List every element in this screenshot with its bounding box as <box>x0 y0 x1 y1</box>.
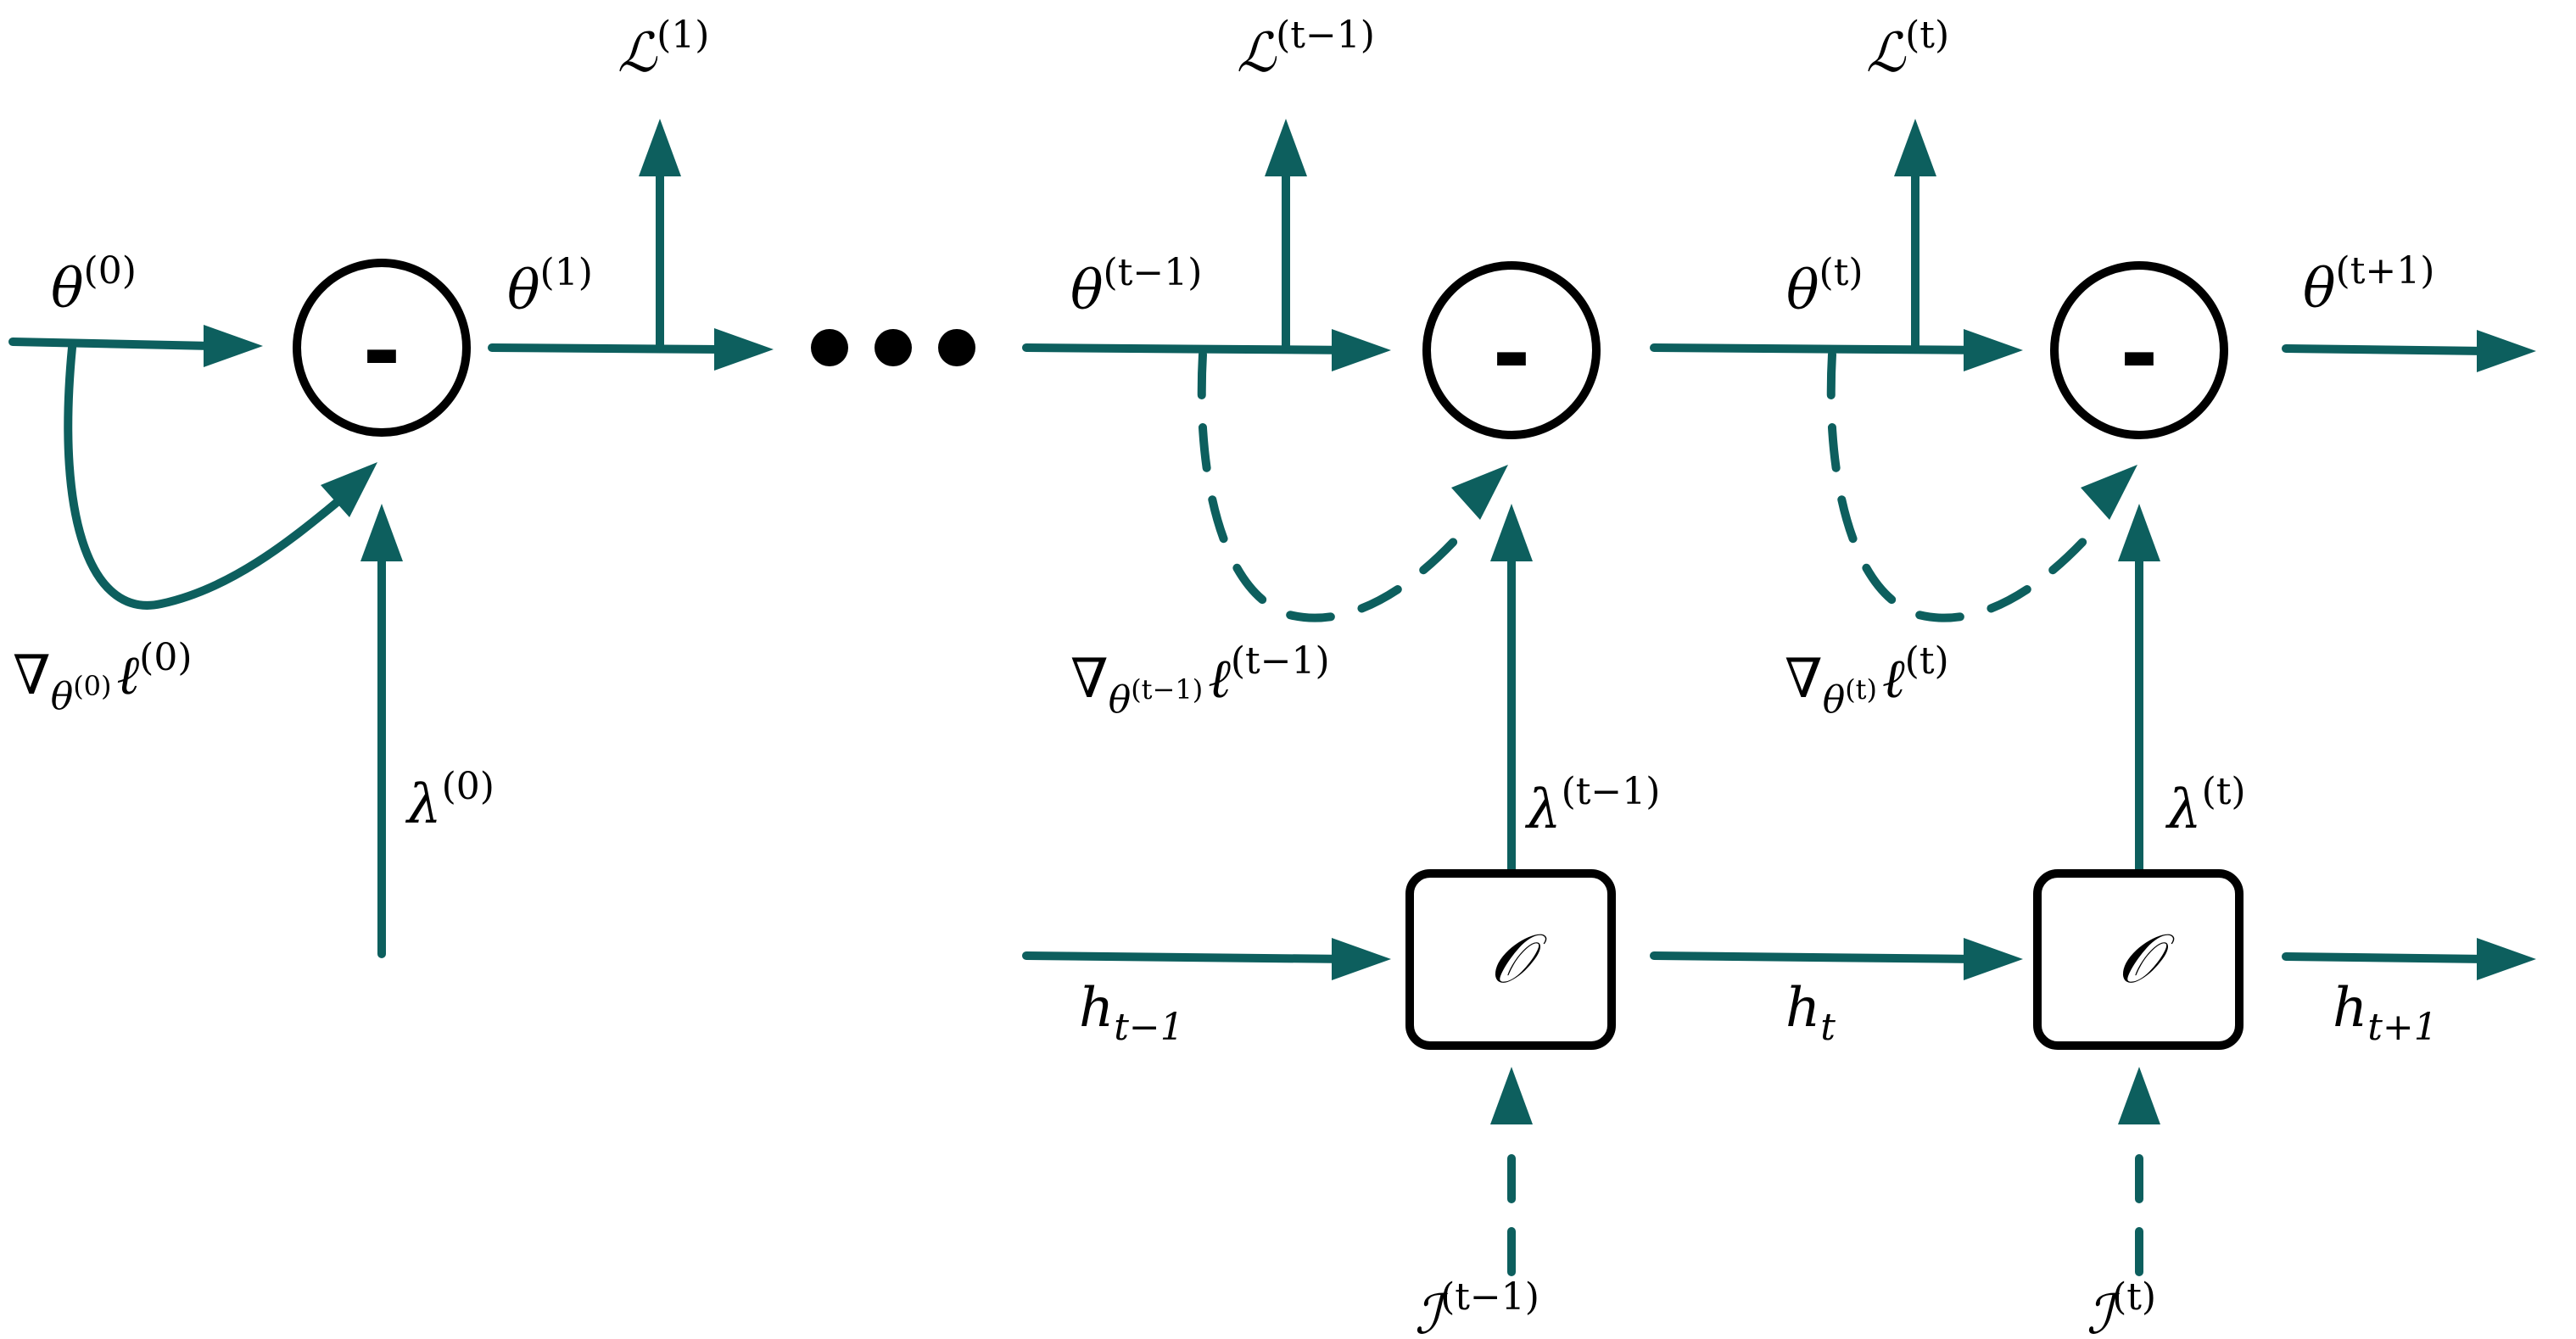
labels: θ(0) θ(1) θ(t−1) θ(t) θ(t+1) ℒ(1) ℒ(t−1)… <box>13 14 2438 1339</box>
arrowhead-gradtm1 <box>1451 465 1508 520</box>
label-h-tm1: ht−1 <box>1079 977 1184 1049</box>
minus-node-3: - <box>2050 261 2228 439</box>
arrowhead-htp1 <box>2477 938 2536 980</box>
edge-gradt-curve <box>1826 350 2105 622</box>
ellipsis-dots <box>811 329 975 366</box>
minus-node-1: - <box>293 259 471 437</box>
arrowhead-grad0 <box>321 462 377 517</box>
solid-edges <box>8 161 2489 963</box>
edge-ht-mid <box>1650 951 1981 963</box>
minus-symbol: - <box>1492 299 1531 408</box>
label-input-t: ℐ(t) <box>2087 1275 2156 1339</box>
arrowhead-lambdatm1 <box>1490 504 1533 561</box>
arrowheads <box>204 119 2536 1124</box>
edge-grad0-curve <box>64 343 344 610</box>
arrowhead-thetatp1 <box>2477 330 2536 372</box>
label-loss-t: ℒ(t) <box>1866 14 1949 85</box>
label-theta-t: θ(t) <box>1786 251 1864 322</box>
edge-thetat-in <box>1650 343 1993 354</box>
arrowhead-losst <box>1894 119 1936 176</box>
label-theta-0: θ(0) <box>51 249 137 321</box>
edge-thetatp1-out <box>2282 344 2489 355</box>
arrowhead-thetat <box>1964 329 2023 371</box>
label-lambda-tm1: λ(t−1) <box>1524 770 1660 841</box>
arrowhead-lambda0 <box>360 504 403 561</box>
arrowhead-losstm1 <box>1265 119 1307 176</box>
arrowhead-gradt <box>2081 465 2137 520</box>
arrowhead-lambdat <box>2118 504 2160 561</box>
arrowhead-thetatm1 <box>1332 329 1391 371</box>
edge-gradtm1-curve <box>1197 350 1476 622</box>
arrowhead-htm1 <box>1332 938 1391 980</box>
operator-node-2: 𝒪 <box>2033 869 2244 1050</box>
edge-htp1-out <box>2282 952 2489 963</box>
label-loss-tm1: ℒ(t−1) <box>1237 14 1375 85</box>
minus-symbol: - <box>362 297 401 405</box>
operator-node-1: 𝒪 <box>1405 869 1616 1050</box>
label-h-t: ht <box>1785 977 1836 1049</box>
arrowhead-inputtm1 <box>1490 1067 1533 1124</box>
label-loss-1: ℒ(1) <box>617 14 709 85</box>
edge-thetatm1-in <box>1022 343 1361 354</box>
arrowhead-theta1 <box>714 328 774 371</box>
arrowhead-inputt <box>2118 1067 2160 1124</box>
arrowhead-loss1 <box>639 119 681 176</box>
label-grad-t: ∇θ(t)ℓ(t) <box>1785 639 1949 722</box>
minus-node-2: - <box>1422 261 1601 439</box>
minus-symbol: - <box>2120 299 2159 408</box>
label-theta-tm1: θ(t−1) <box>1070 251 1202 322</box>
dashed-edges <box>1197 350 2143 1276</box>
edge-theta1-out <box>488 343 725 354</box>
arrowhead-theta0 <box>204 325 263 367</box>
label-lambda-0: λ(0) <box>405 765 495 836</box>
label-theta-tp1: θ(t+1) <box>2303 249 2434 321</box>
label-grad-tm1: ∇θ(t−1)ℓ(t−1) <box>1070 639 1330 722</box>
label-theta-1: θ(1) <box>507 251 593 322</box>
label-grad-0: ∇θ(0)ℓ(0) <box>13 636 193 718</box>
edge-htm1-in <box>1022 951 1353 963</box>
edge-theta0-in <box>8 338 216 350</box>
label-input-tm1: ℐ(t−1) <box>1415 1275 1539 1339</box>
arrowhead-ht <box>1964 938 2023 980</box>
label-h-tp1: ht+1 <box>2333 977 2438 1049</box>
label-lambda-t: λ(t) <box>2165 770 2246 841</box>
